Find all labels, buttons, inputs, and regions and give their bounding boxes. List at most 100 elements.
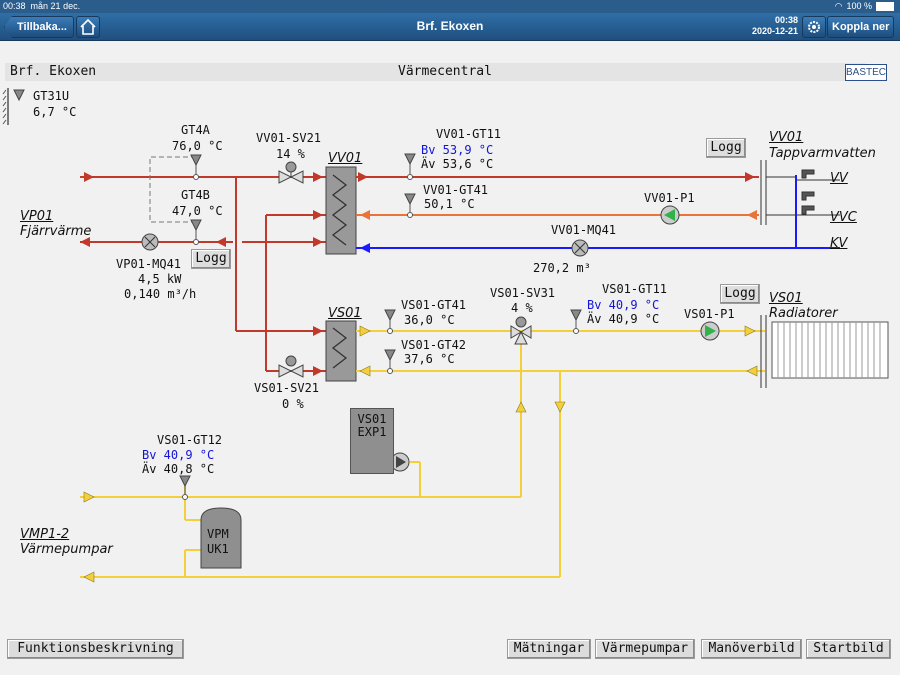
start-view-button[interactable]: Startbild [806, 639, 891, 659]
vs01-gt11-actual: Äv 40,9 °C [587, 312, 660, 326]
kv-label: KV [830, 236, 848, 251]
vv01-gt11-sensor-icon [404, 153, 416, 180]
gt4b-name: GT4B [181, 188, 210, 202]
exp1-label-2: EXP1 [357, 425, 387, 439]
vp01-logg-button[interactable]: Logg [191, 249, 231, 269]
vv01-exchanger-icon [325, 166, 357, 255]
heating-arrows [83, 325, 758, 583]
vp01-meter-name: VP01-MQ41 [116, 257, 182, 271]
vs01-heating-pipes [80, 330, 765, 578]
vvc-label: VVC [830, 210, 857, 225]
settings-button[interactable] [802, 16, 826, 38]
vv01-sv21-name: VV01-SV21 [256, 131, 322, 145]
vmp-subtitle: Värmepumpar [20, 542, 113, 557]
status-bar: 00:38 mån 21 dec. ◠ 100 % [0, 0, 900, 13]
vs01-sv21-name: VS01-SV21 [254, 381, 320, 395]
measurements-button[interactable]: Mätningar [507, 639, 591, 659]
vv01-logg-button[interactable]: Logg [706, 138, 746, 158]
nav-clock-date: 2020-12-21 [751, 26, 798, 36]
heat-pumps-button[interactable]: Värmepumpar [595, 639, 695, 659]
primary-arrows [80, 172, 323, 376]
status-time: 00:38 [3, 1, 26, 11]
outdoor-sensor-name: GT31U [33, 89, 70, 103]
vv01-gt41-value: 50,1 °C [424, 197, 475, 211]
vs01-logg-button[interactable]: Logg [720, 284, 760, 304]
vv01-p1-name: VV01-P1 [644, 191, 695, 205]
vv01-exchanger-label: VV01 [328, 151, 363, 166]
tap-icons [801, 169, 815, 215]
vv01-gt11-setpoint: Bv 53,9 °C [421, 143, 494, 157]
vv01-system-subtitle: Tappvarmvatten [769, 146, 876, 161]
vp01-meter-power: 4,5 kW [138, 272, 182, 286]
vv01-system-title: VV01 [769, 130, 804, 145]
bastec-logo: BASTEC [845, 64, 887, 81]
nav-title: Brf. Ekoxen [416, 19, 484, 33]
vv01-gt41-name: VV01-GT41 [423, 183, 489, 197]
vv01-gt41-sensor-icon [404, 193, 416, 218]
vpm-tank-label-2: UK1 [207, 542, 229, 556]
vs01-sv31-name: VS01-SV31 [490, 286, 556, 300]
vs01-sv21-valve-icon [278, 355, 304, 378]
vs01-exchanger-icon [325, 320, 357, 382]
outdoor-sensor-icon [2, 88, 25, 125]
gt4b-sensor-icon [190, 219, 202, 245]
vs01-p1-pump-icon [700, 321, 720, 341]
vs01-exp1-tank: VS01 EXP1 [350, 408, 394, 474]
vv01-mq41-value: 270,2 m³ [533, 261, 591, 275]
vs01-gt12-actual: Äv 40,8 °C [142, 462, 215, 476]
vs01-gt11-name: VS01-GT11 [602, 282, 668, 296]
outdoor-sensor-value: 6,7 °C [33, 105, 77, 119]
vpm-tank-icon [200, 507, 242, 569]
vs01-gt41-name: VS01-GT41 [401, 298, 467, 312]
vs01-sv31-value: 4 % [511, 301, 533, 315]
vs01-p1-name: VS01-P1 [684, 307, 735, 321]
gt4a-sensor-icon [190, 154, 202, 180]
gt4b-value: 47,0 °C [172, 204, 223, 218]
vp01-meter-icon [141, 233, 159, 251]
gear-icon [808, 21, 820, 33]
gt4a-name: GT4A [181, 123, 210, 137]
vv01-sv21-value: 14 % [276, 147, 305, 161]
vs01-sv31-valve-icon [510, 316, 532, 345]
vs01-gt42-name: VS01-GT42 [401, 338, 467, 352]
home-button[interactable] [76, 16, 100, 38]
vs01-gt11-sensor-icon [570, 309, 582, 334]
site-name: Brf. Ekoxen [10, 64, 97, 79]
vs01-system-title: VS01 [769, 291, 803, 306]
vp01-subtitle: Fjärrvärme [20, 224, 92, 239]
vs01-gt42-value: 37,6 °C [404, 352, 455, 366]
vs01-gt12-setpoint: Bv 40,9 °C [142, 448, 215, 462]
vpm-tank-label-1: VPM [207, 527, 229, 541]
page-header: Brf. Ekoxen Värmecentral [5, 63, 865, 81]
exp1-label-1: VS01 [357, 412, 387, 426]
vv01-p1-pump-icon [660, 205, 680, 225]
radiator-icon [760, 315, 889, 388]
disconnect-button[interactable]: Koppla ner [827, 16, 895, 38]
nav-bar: Brf. Ekoxen Tillbaka... 00:38 2020-12-21… [0, 13, 900, 41]
vv01-mq41-name: VV01-MQ41 [551, 223, 617, 237]
vs01-gt41-value: 36,0 °C [404, 313, 455, 327]
vs01-system-subtitle: Radiatorer [769, 306, 838, 321]
battery-text: 100 % [846, 1, 872, 11]
gt4a-value: 76,0 °C [172, 139, 223, 153]
vs01-gt12-sensor-icon [179, 475, 191, 500]
nav-clock-time: 00:38 [774, 15, 798, 25]
vs01-sv21-value: 0 % [282, 397, 304, 411]
vs01-gt12-name: VS01-GT12 [157, 433, 223, 447]
nav-clock: 00:38 2020-12-21 [738, 15, 798, 37]
vv01-mq41-meter-icon [571, 239, 589, 257]
wifi-icon: ◠ [834, 1, 843, 11]
vv-label: VV [830, 171, 848, 186]
vp01-meter-flow: 0,140 m³/h [124, 287, 197, 301]
back-button[interactable]: Tillbaka... [4, 16, 74, 38]
battery-icon [876, 2, 894, 11]
status-date: mån 21 dec. [30, 1, 81, 11]
cold-water-pipe [356, 175, 840, 249]
page-title: Värmecentral [398, 64, 492, 79]
control-view-button[interactable]: Manöverbild [701, 639, 802, 659]
vp01-title: VP01 [20, 209, 54, 224]
vv01-sv21-valve-icon [278, 161, 304, 184]
vs01-gt41-sensor-icon [384, 309, 396, 334]
function-description-button[interactable]: Funktionsbeskrivning [7, 639, 184, 659]
